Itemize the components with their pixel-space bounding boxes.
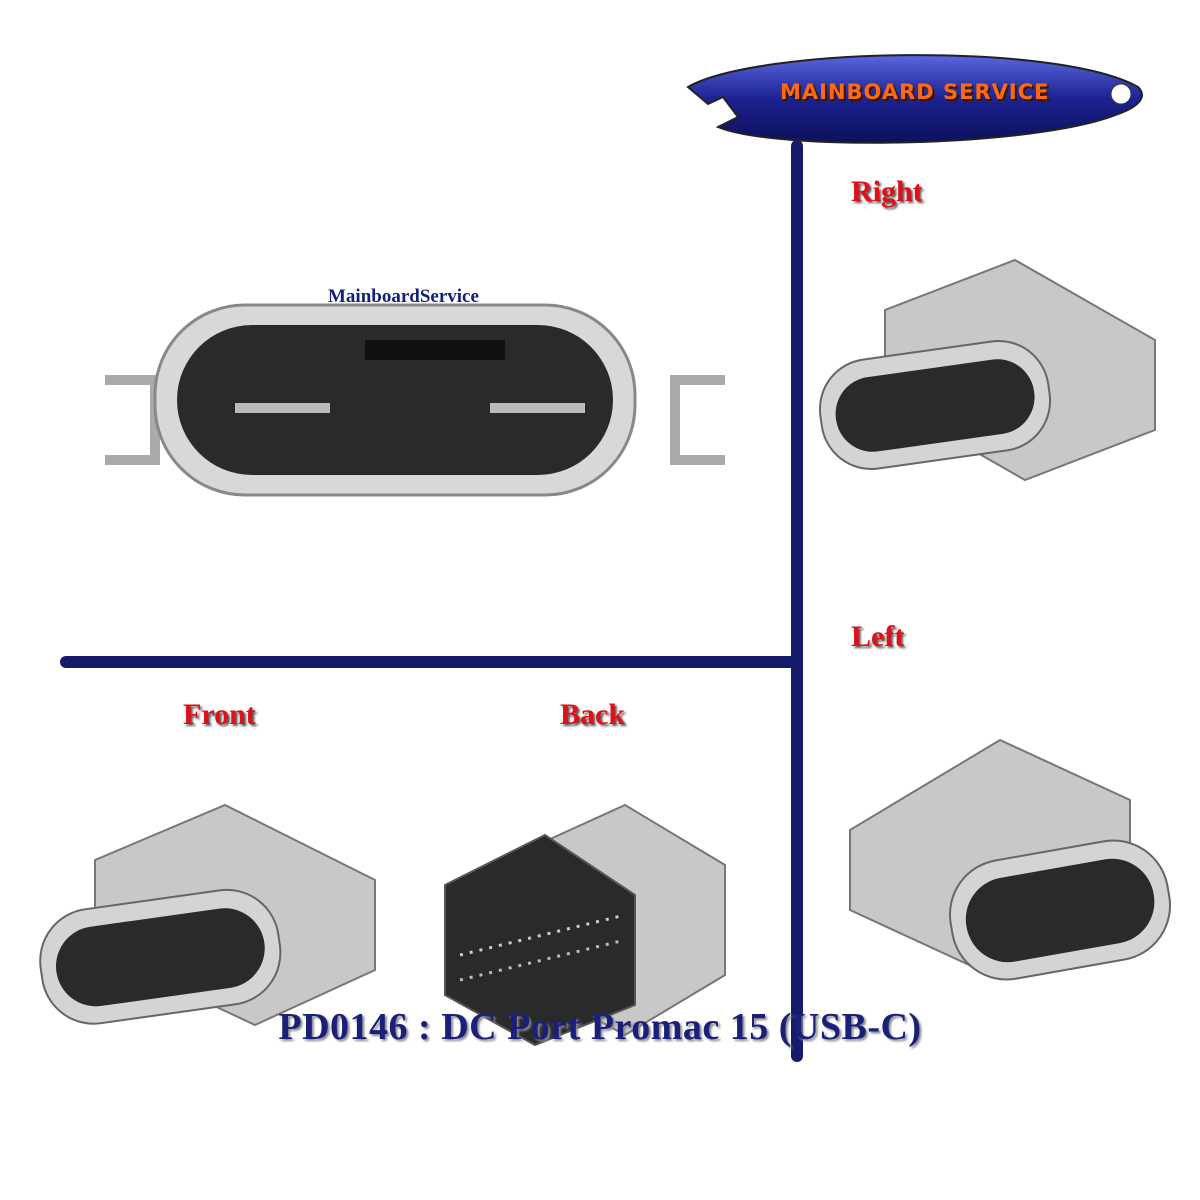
horizontal-divider: [60, 656, 800, 668]
logo-text: MAINBOARD SERVICE: [780, 80, 1050, 104]
label-back: Back: [560, 698, 626, 731]
connector-back-view-image: [444, 803, 726, 1047]
connector-left-view-image: [849, 738, 1172, 981]
connector-front-view-image: [39, 803, 376, 1027]
product-title: PD0146 : DC Port Promac 15 (USB-C): [278, 1006, 922, 1048]
connector-front-closeup-image: [105, 303, 725, 497]
label-left: Left: [851, 620, 905, 653]
label-right: Right: [851, 175, 923, 208]
connector-right-view-image: [818, 258, 1156, 482]
watermark: MainboardService: [328, 286, 479, 307]
vertical-divider: [791, 140, 803, 1062]
label-front: Front: [183, 698, 256, 731]
